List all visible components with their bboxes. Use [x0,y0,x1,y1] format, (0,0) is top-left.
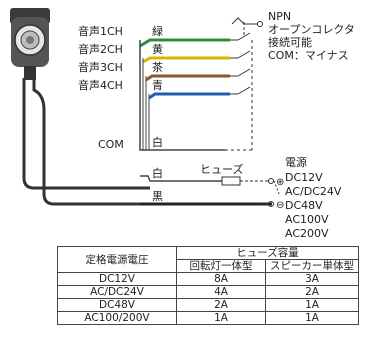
wire-label-brown: 茶 [152,61,163,74]
row-integrated: 8A [176,272,266,286]
voltage-ac200v: AC200V [285,227,329,240]
table-row: AC100/200V 1A 1A [57,311,360,325]
voltage-dc48v: DC48V [285,199,323,212]
fuse-capacity-header: ヒューズ容量 [175,246,360,260]
row-voltage: AC/DC24V [57,285,177,299]
row-voltage: DC48V [57,298,177,312]
speaker-only-header: スピーカー単体型 [264,259,360,273]
rated-voltage-header: 定格電源電圧 [57,246,177,273]
fuse-symbol [221,176,241,186]
table-row: AC/DC24V 4A 2A [57,285,360,299]
switch-contacts [225,17,263,151]
wire-label-power-black: 黒 [152,190,163,203]
wire-label-yellow: 黄 [152,42,163,56]
device-icon [10,8,50,80]
row-voltage: DC12V [57,272,177,286]
row-speaker: 3A [264,272,360,286]
fuse-capacity-table: 定格電源電圧 ヒューズ容量 回転灯一体型 スピーカー単体型 DC12V 8A 3… [57,246,360,325]
connectable-note: 接続可能 [268,35,312,49]
wiring-diagram: NPN オープンコレクタ 接続可能 COM：マイナス 音声1CH 音声2CH 音… [10,8,355,240]
row-speaker: 2A [264,285,360,299]
wire-brown [145,74,230,82]
channel-3-label: 音声3CH [78,60,123,74]
wire-label-com-white: 白 [152,135,163,149]
voltage-acdc24v: AC/DC24V [285,185,342,198]
npn-label: NPN [268,10,291,23]
cable-signal [22,78,150,190]
voltage-dc12v: DC12V [285,171,323,184]
com-minus-note: COM：マイナス [268,49,349,62]
voltage-ac100v: AC100V [285,213,329,226]
channel-1-label: 音声1CH [78,24,123,38]
cable-power [32,78,140,206]
table-row: DC48V 2A 1A [57,298,360,312]
wire-power-white [140,175,222,182]
wire-label-green: 緑 [152,24,163,38]
plus-symbol: ⊕ [276,177,284,188]
wire-label-blue: 青 [152,79,163,92]
row-integrated: 2A [176,298,266,312]
integrated-type-header: 回転灯一体型 [176,259,266,273]
wire-green [139,38,230,48]
table-row: DC12V 8A 3A [57,272,360,286]
minus-symbol: ⊖ [276,200,284,211]
fuse-label: ヒューズ [200,162,243,176]
row-integrated: 1A [176,311,266,325]
channel-2-label: 音声2CH [78,42,123,56]
com-label: COM [98,138,124,151]
wire-blue [148,92,230,100]
channel-4-label: 音声4CH [78,78,123,92]
power-title: 電源 [285,155,307,169]
row-speaker: 1A [264,311,360,325]
row-voltage: AC100/200V [57,311,177,325]
open-collector-note: オープンコレクタ [268,23,355,36]
row-speaker: 1A [264,298,360,312]
wire-label-power-white: 白 [152,166,163,180]
row-integrated: 4A [176,285,266,299]
wire-com-white [139,40,225,151]
wire-yellow [142,56,230,64]
